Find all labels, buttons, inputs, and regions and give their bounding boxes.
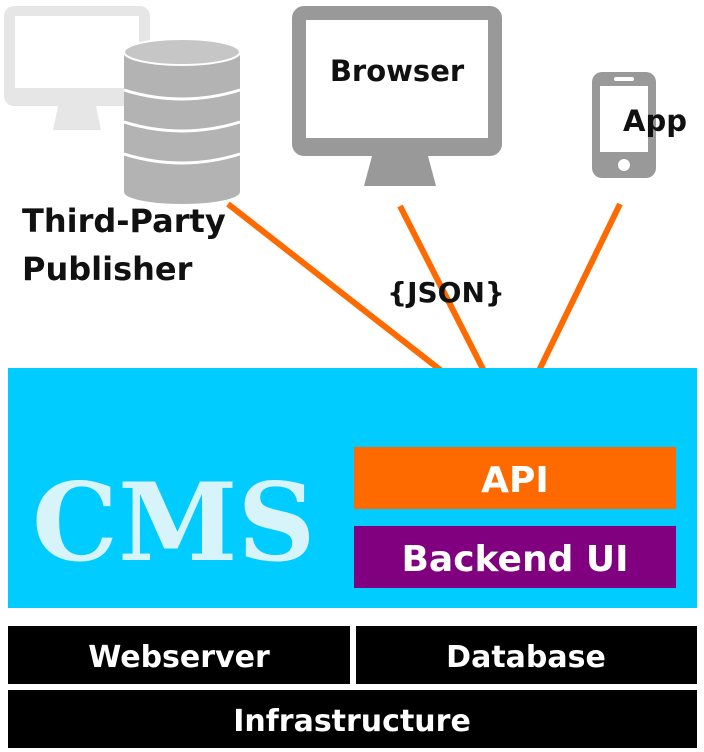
infrastructure-label: Infrastructure	[233, 704, 471, 739]
desktop-monitor-icon	[4, 6, 150, 130]
publisher-label-line1: Third-Party	[22, 202, 226, 240]
publisher-label-line2: Publisher	[22, 250, 193, 288]
backend-ui-block	[354, 526, 676, 588]
browser-label: Browser	[330, 54, 465, 88]
infrastructure-block	[8, 690, 697, 748]
json-format-label: {JSON}	[387, 276, 505, 309]
browser-monitor-icon	[292, 6, 502, 186]
cms-title: CMS	[32, 460, 316, 586]
database-label: Database	[446, 640, 606, 675]
api-label: API	[481, 460, 549, 501]
api-block	[354, 447, 676, 509]
database-icon	[123, 38, 241, 204]
backend-ui-label: Backend UI	[401, 539, 628, 580]
smartphone-icon	[592, 72, 656, 178]
database-block	[356, 626, 697, 684]
webserver-label: Webserver	[88, 640, 270, 675]
webserver-block	[8, 626, 350, 684]
app-label: App	[623, 104, 687, 138]
